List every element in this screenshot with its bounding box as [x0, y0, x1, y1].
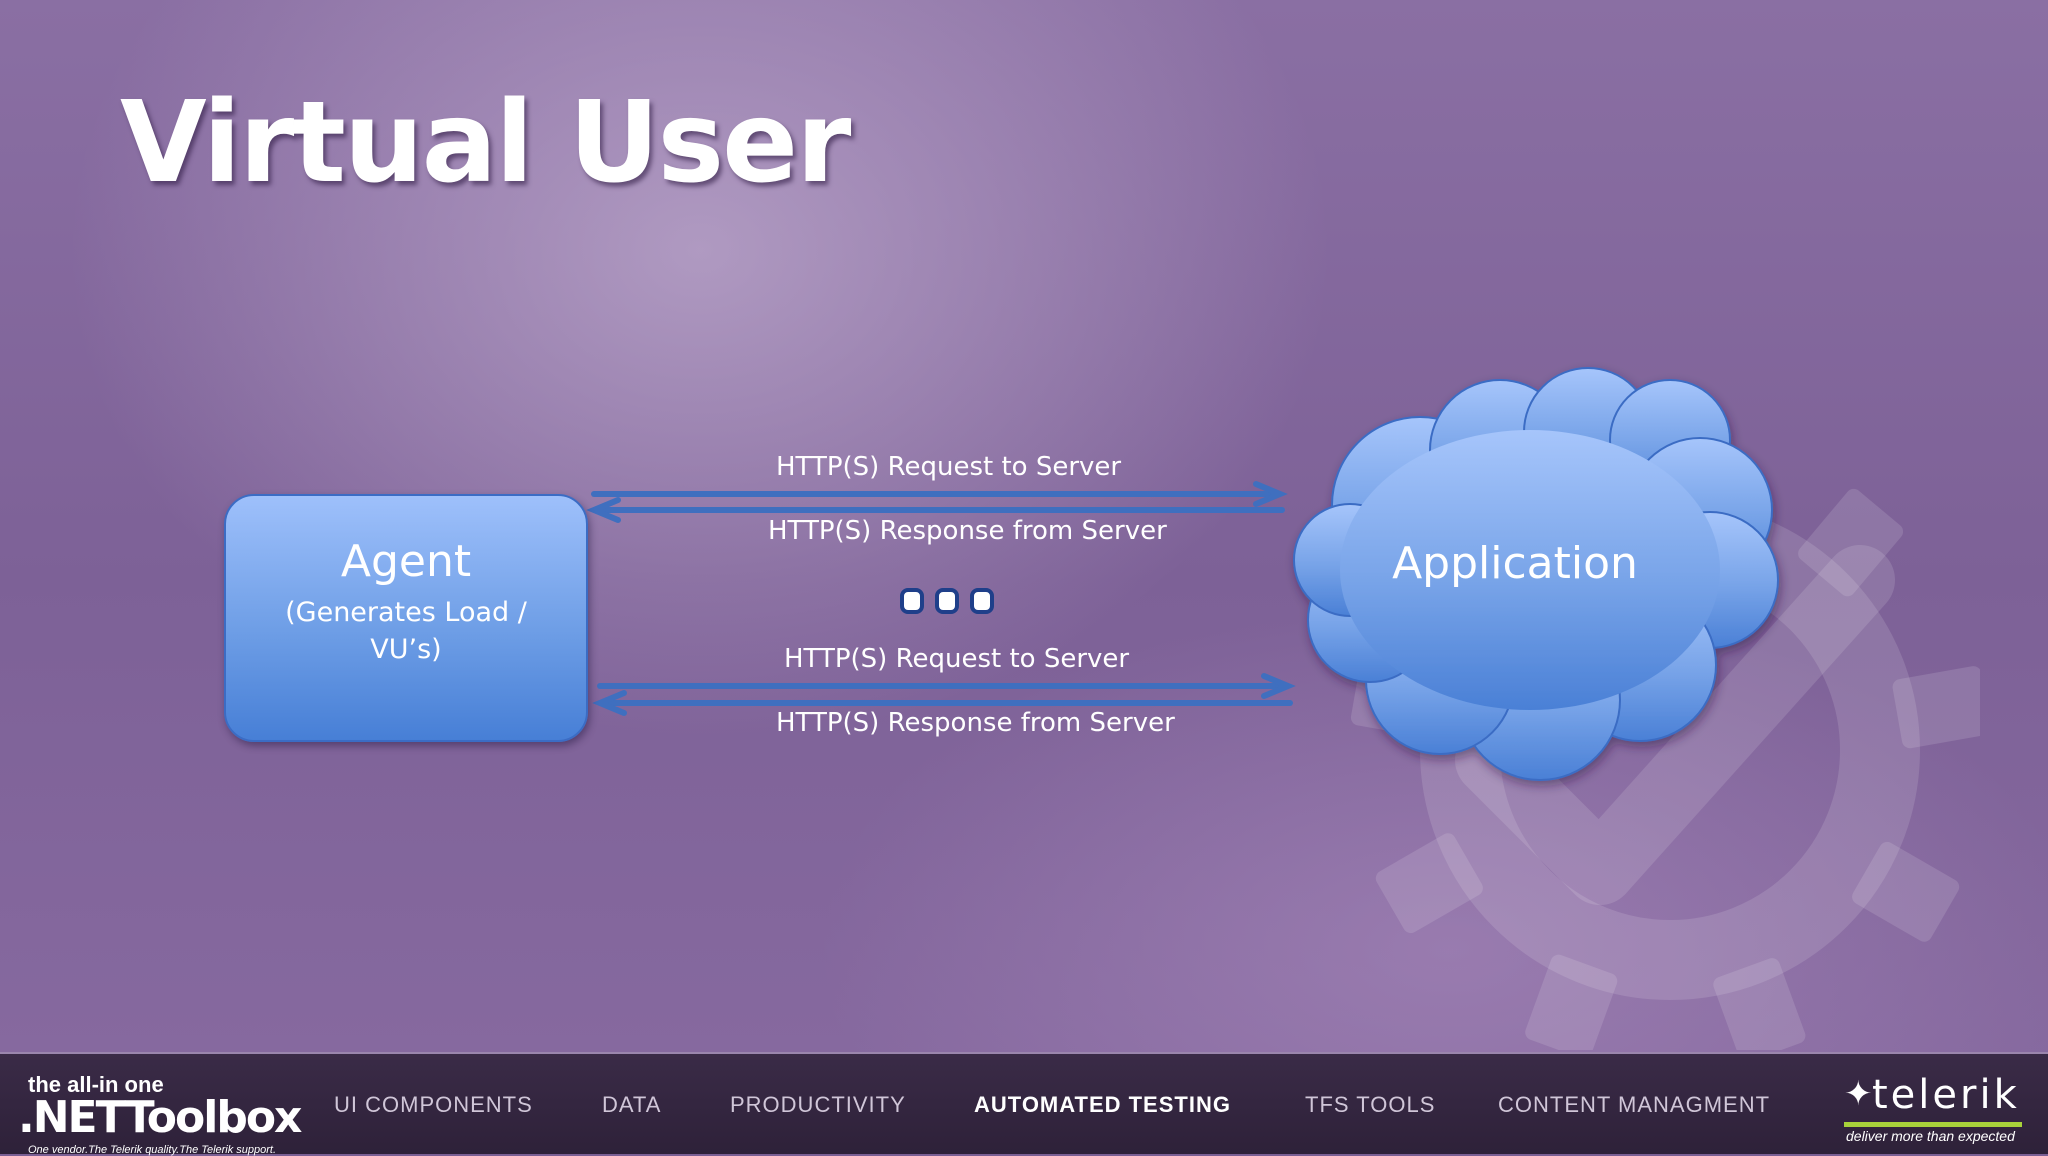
telerik-accent-bar: [1844, 1122, 2022, 1127]
nav-content-managment[interactable]: CONTENT MANAGMENT: [1498, 1092, 1771, 1117]
application-label: Application: [1392, 538, 1638, 589]
three-dots-icon: [900, 588, 994, 614]
logo-line-3: One vendor.The Telerik quality.The Teler…: [28, 1144, 277, 1156]
telerik-tagline: deliver more than expected: [1846, 1128, 2015, 1144]
logo-line-2: .NETToolbox: [18, 1092, 302, 1143]
telerik-logo[interactable]: ✦ telerik deliver more than expected: [1840, 1068, 2030, 1144]
slide: Virtual User: [0, 0, 2048, 1052]
diagram-canvas: [586, 367, 1779, 781]
nav-automated-testing[interactable]: AUTOMATED TESTING: [974, 1092, 1231, 1117]
agent-box: Agent (Generates Load / VU’s): [224, 494, 588, 742]
agent-title: Agent: [340, 536, 472, 587]
nav-tfs-tools[interactable]: TFS TOOLS: [1305, 1092, 1436, 1117]
logo-line-1: the all-in one: [28, 1072, 164, 1097]
nav-productivity[interactable]: PRODUCTIVITY: [730, 1092, 906, 1117]
nav-ui-components[interactable]: UI COMPONENTS: [334, 1092, 533, 1117]
footer-bar: the all-in one .NETToolbox One vendor.Th…: [0, 1052, 2048, 1156]
slide-title: Virtual User: [120, 78, 851, 208]
telerik-mark-icon: ✦: [1844, 1075, 1873, 1113]
response-label-2: HTTP(S) Response from Server: [776, 708, 1175, 738]
request-label-2: HTTP(S) Request to Server: [784, 644, 1130, 674]
request-label-1: HTTP(S) Request to Server: [776, 452, 1122, 482]
nav-data[interactable]: DATA: [602, 1092, 662, 1117]
response-label-1: HTTP(S) Response from Server: [768, 516, 1167, 546]
application-cloud: [1293, 367, 1779, 781]
arrow-pair-2: [592, 673, 1296, 716]
telerik-wordmark: telerik: [1872, 1072, 2020, 1118]
arrow-pair-1: [586, 481, 1288, 523]
agent-subtitle: (Generates Load / VU’s): [285, 597, 527, 665]
